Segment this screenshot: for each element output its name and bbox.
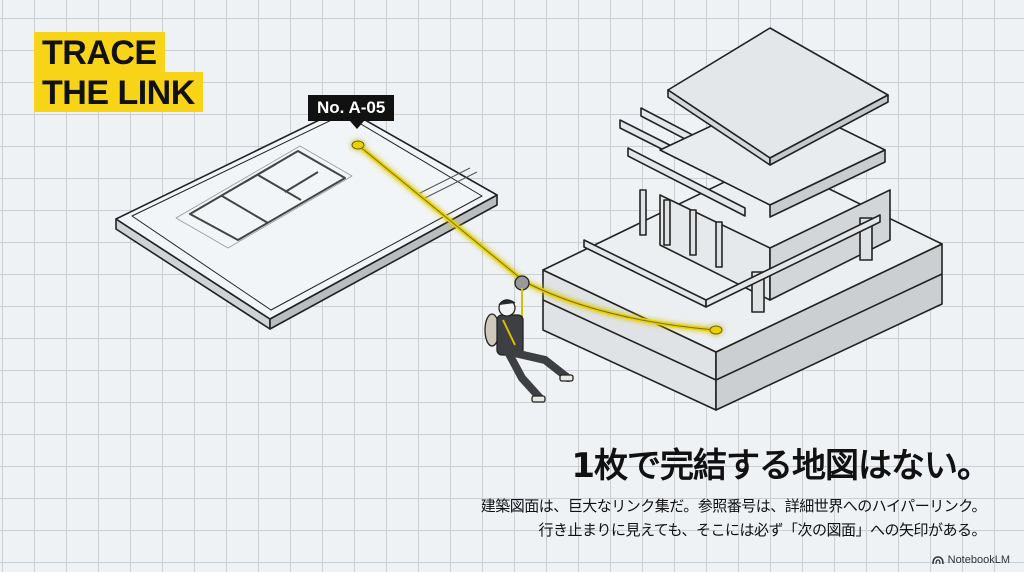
- headline: 1枚で完結する地図はない。: [571, 446, 991, 486]
- notebooklm-icon: [931, 556, 944, 565]
- brand-watermark: NotebookLM: [931, 554, 1010, 566]
- subtext-line-2: 行き止まりに見えても、そこには必ず「次の図面」への矢印がある。: [538, 521, 986, 539]
- zipline-person: [484, 275, 574, 403]
- subtext-line-1: 建築図面は、巨大なリンク集だ。参照番号は、詳細世界へのハイパーリンク。: [480, 497, 987, 515]
- floor-plan: [175, 145, 353, 249]
- title-line-1: TRACE: [34, 32, 165, 72]
- building-model: [542, 27, 943, 411]
- blueprint-sheet: [115, 107, 498, 330]
- reference-number-tag: No. A-05: [308, 95, 395, 129]
- title-line-2: THE LINK: [34, 72, 203, 112]
- brand-label: NotebookLM: [947, 554, 1010, 566]
- title-block: TRACE THE LINK: [34, 32, 203, 112]
- zipline-rope: [351, 140, 723, 335]
- subtext: 建築図面は、巨大なリンク集だ。参照番号は、詳細世界へのハイパーリンク。 行き止ま…: [480, 494, 987, 542]
